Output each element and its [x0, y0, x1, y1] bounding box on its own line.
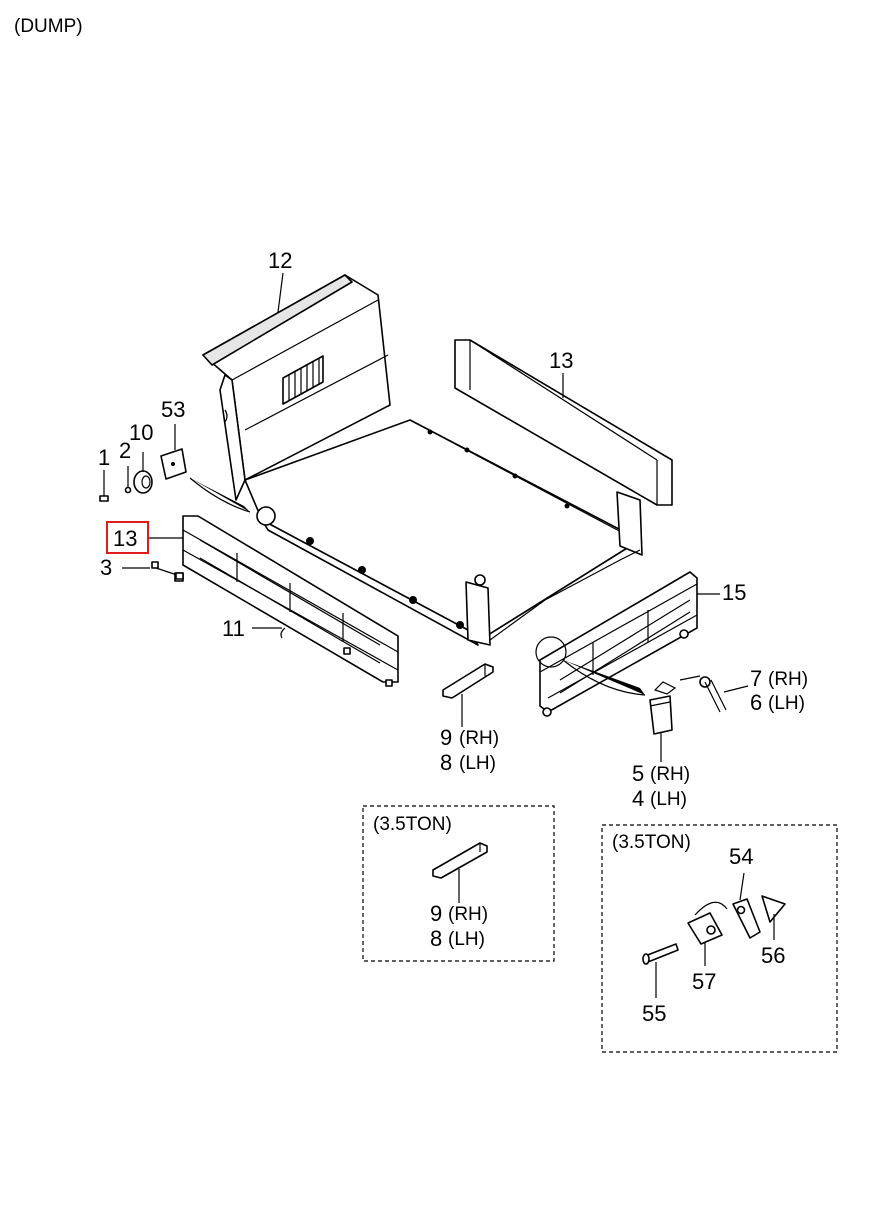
side-panel-right-drawing: [454, 339, 673, 506]
callout-5: 5: [632, 761, 644, 786]
callout-13-left: 13: [113, 526, 137, 551]
inset-right-callout-54: 54: [729, 844, 753, 869]
callout-2: 2: [119, 438, 131, 463]
inset-left: [362, 805, 555, 962]
callout-6-side: (LH): [768, 693, 805, 714]
callout-9: 9: [440, 725, 452, 750]
front-panel-drawing: [202, 272, 391, 501]
inset-left-title: (3.5TON): [373, 814, 452, 835]
callout-11: 11: [222, 616, 245, 641]
inset-left-callout-8: 8: [430, 926, 442, 951]
side-panel-left-drawing: [174, 515, 399, 687]
inset-left-callout-8-side: (LH): [448, 929, 485, 950]
callout-53: 53: [161, 397, 185, 422]
callout-9-side: (RH): [459, 728, 499, 749]
inset-right-callout-57: 57: [692, 969, 716, 994]
inset-left-callout-9: 9: [430, 901, 442, 926]
small-parts-drawing: [99, 424, 749, 762]
inset-right-title: (3.5TON): [612, 832, 691, 853]
inset-left-callout-9-side: (RH): [448, 904, 488, 925]
callout-8-side: (LH): [459, 753, 496, 774]
callout-3: 3: [100, 555, 112, 580]
inset-right-callout-55: 55: [642, 1001, 666, 1026]
side-gate-drawing: [535, 571, 720, 717]
callout-1: 1: [98, 445, 110, 470]
callout-10: 10: [129, 420, 153, 445]
callout-5-side: (RH): [650, 764, 690, 785]
callout-13-highlight: [106, 521, 149, 554]
callout-12: 12: [268, 248, 292, 273]
callout-15: 15: [722, 580, 746, 605]
callout-7: 7: [750, 666, 762, 691]
callout-4-side: (LH): [650, 789, 687, 810]
callout-7-side: (RH): [768, 669, 808, 690]
callout-6: 6: [750, 690, 762, 715]
inset-right-callout-56: 56: [761, 943, 785, 968]
callout-4: 4: [632, 786, 644, 811]
diagram-title: (DUMP): [14, 16, 83, 37]
callout-8: 8: [440, 750, 452, 775]
inset-right: [601, 824, 838, 1053]
callout-13-top: 13: [549, 348, 573, 373]
floor-drawing: [189, 419, 643, 646]
